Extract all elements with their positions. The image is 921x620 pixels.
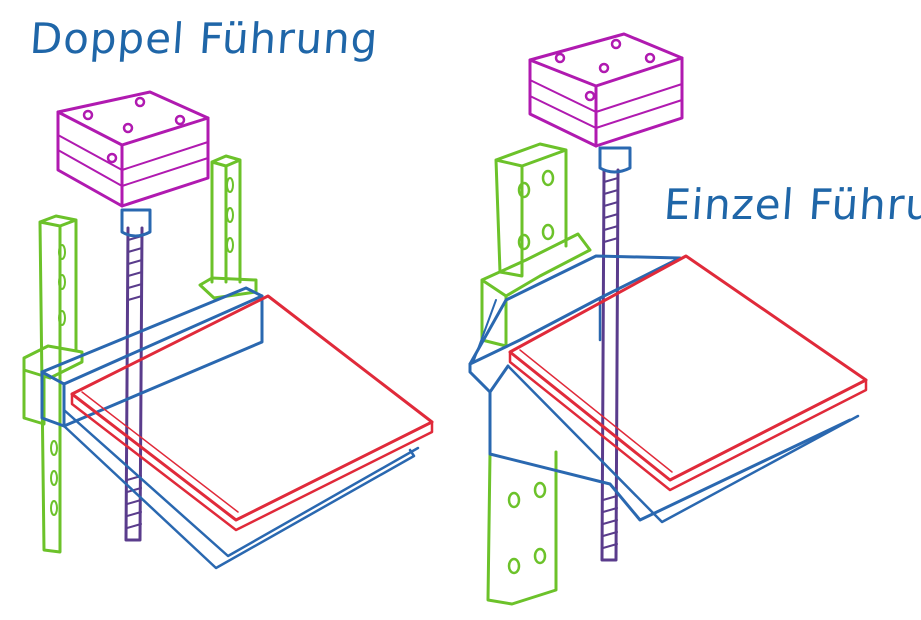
double-guide-label: Doppel Führung xyxy=(28,14,380,63)
left-rail-rear xyxy=(212,156,240,282)
double-guide-assembly xyxy=(24,92,432,568)
left-leadscrew xyxy=(126,228,142,540)
right-stepper-motor xyxy=(530,34,682,146)
left-coupling xyxy=(122,210,150,236)
right-carriage-bracket xyxy=(470,256,858,522)
right-coupling xyxy=(600,148,630,172)
right-leadscrew xyxy=(602,170,618,560)
single-guide-assembly xyxy=(470,34,866,604)
left-stepper-motor xyxy=(58,92,208,206)
single-guide-label: Einzel Führung xyxy=(662,180,921,229)
right-print-bed xyxy=(510,256,866,490)
